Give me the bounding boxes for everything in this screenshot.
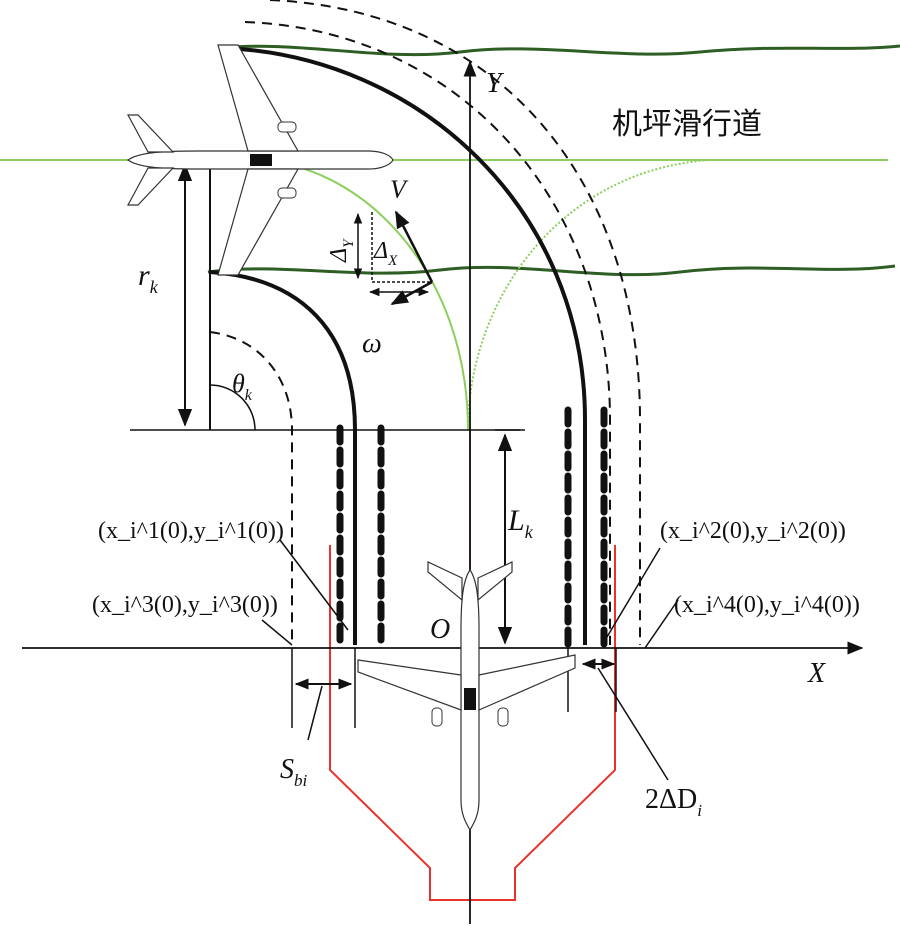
outer-dashed-arc-1 xyxy=(244,21,611,645)
theta-label: θk xyxy=(232,369,253,404)
red-clearance-outline xyxy=(329,545,616,901)
rk-label: rk xyxy=(138,259,159,297)
inner-edge-arc xyxy=(209,270,357,645)
p3-leader xyxy=(261,619,293,646)
theta-arc xyxy=(209,384,256,431)
lk-label: Lk xyxy=(507,504,534,542)
point-3-label: (x_i^3(0),y_i^3(0)) xyxy=(92,592,278,618)
p4-leader xyxy=(644,599,679,649)
y-axis-label: Y xyxy=(486,68,505,99)
outer-dashed-arc-2 xyxy=(269,0,641,645)
p1-leader xyxy=(279,539,349,631)
v-label: V xyxy=(390,175,409,204)
two-delta-d-label: 2ΔDi xyxy=(645,784,702,820)
sbi-leader xyxy=(307,685,323,741)
delta-x-label: ΔX xyxy=(373,238,398,269)
outer-edge-arc xyxy=(221,46,587,645)
omega-label: ω xyxy=(362,328,382,359)
green-turn-curve-left xyxy=(249,159,469,431)
inner-dashed-arc xyxy=(209,331,293,640)
dd-leader xyxy=(597,667,669,781)
x-axis-label: X xyxy=(807,658,826,689)
airplane-turning xyxy=(126,44,394,276)
delta-y-label: ΔY xyxy=(326,238,357,263)
velocity-vector-group xyxy=(353,210,434,306)
point-4-label: (x_i^4(0),y_i^4(0)) xyxy=(674,592,860,618)
point-2-label: (x_i^2(0),y_i^2(0)) xyxy=(660,518,846,544)
green-turn-curve-right xyxy=(467,159,711,431)
point-1-label: (x_i^1(0),y_i^1(0)) xyxy=(98,518,284,544)
taxiway-edge-top xyxy=(219,44,900,57)
origin-label: O xyxy=(430,614,450,645)
p2-leader xyxy=(603,547,661,643)
taxiway-label: 机坪滑行道 xyxy=(612,107,762,142)
sbi-label: Sbi xyxy=(280,754,308,790)
airplane-straight xyxy=(357,561,576,832)
